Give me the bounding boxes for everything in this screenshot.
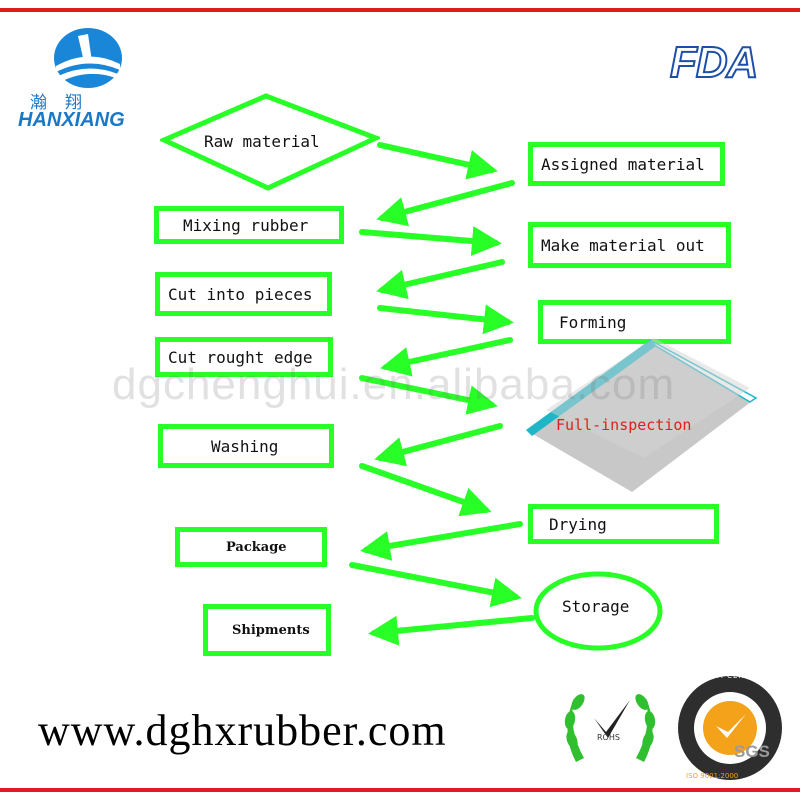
fda-logo: FDA <box>669 37 759 88</box>
arrow-rought-to-inspection <box>359 375 498 415</box>
make-material-out-label: Make material out <box>541 235 705 255</box>
washing-label: Washing <box>211 436 279 456</box>
arrow-mixing-to-make <box>359 226 502 256</box>
mixing-rubber-label: Mixing rubber <box>183 215 309 235</box>
top-red-border <box>0 8 800 12</box>
website-url: www.dghxrubber.com <box>38 706 447 755</box>
arrow-make-to-cut <box>376 259 505 300</box>
arrow-storage-to-shipments <box>368 615 535 646</box>
arrow-washing-to-drying <box>359 463 492 517</box>
storage-label: Storage <box>562 597 630 616</box>
hanxiang-logo-icon <box>54 28 122 88</box>
node-cut-into-pieces: Cut into pieces <box>155 272 332 316</box>
rohs-label: ROHS <box>597 733 620 742</box>
iso-cert-top-text: SYSTEM CERTIFICATION <box>690 672 793 680</box>
drying-label: Drying <box>549 514 607 534</box>
node-washing: Washing <box>158 424 334 468</box>
shipments-label: Shipments <box>232 622 310 638</box>
arrow-inspection-to-washing <box>374 423 503 467</box>
node-cut-rought-edge: Cut rought edge <box>155 337 333 377</box>
assigned-material-label: Assigned material <box>541 154 705 174</box>
arrow-assigned-to-mixing <box>376 180 515 227</box>
package-label: Package <box>226 539 287 555</box>
cut-into-pieces-label: Cut into pieces <box>168 284 313 304</box>
brand-name-chinese: 瀚翔 <box>30 93 100 113</box>
cut-rought-edge-label: Cut rought edge <box>168 347 313 367</box>
node-make-material-out: Make material out <box>528 222 731 268</box>
node-shipments: Shipments <box>203 604 331 656</box>
watermark: dgchenghui.en.alibaba.com <box>112 360 676 409</box>
raw-material-diamond <box>160 93 380 191</box>
forming-label: Forming <box>559 312 627 332</box>
raw-material-label: Raw material <box>204 132 320 151</box>
node-forming: Forming <box>538 300 731 344</box>
sgs-label: SGS <box>734 742 770 761</box>
rohs-badge-icon <box>564 694 656 762</box>
arrow-package-to-storage <box>349 562 522 608</box>
arrow-cut-to-forming <box>377 304 514 335</box>
full-inspection-label: Full-inspection <box>556 416 692 434</box>
brand-name-english: HANXIANG <box>18 109 125 131</box>
full-inspection-diamond <box>526 338 758 492</box>
node-drying: Drying <box>528 504 719 544</box>
arrow-drying-to-package <box>360 521 523 561</box>
arrow-raw-to-assigned <box>377 142 498 180</box>
arrow-forming-to-rought <box>380 337 513 377</box>
node-mixing-rubber: Mixing rubber <box>154 206 344 244</box>
iso-cert-bottom-text: ISO 9001:2000 <box>686 772 739 780</box>
node-assigned-material: Assigned material <box>528 142 725 186</box>
bottom-red-border <box>0 788 800 792</box>
iso-sgs-badge-icon <box>678 676 782 780</box>
storage-ellipse <box>533 571 663 651</box>
node-package: Package <box>175 527 327 567</box>
